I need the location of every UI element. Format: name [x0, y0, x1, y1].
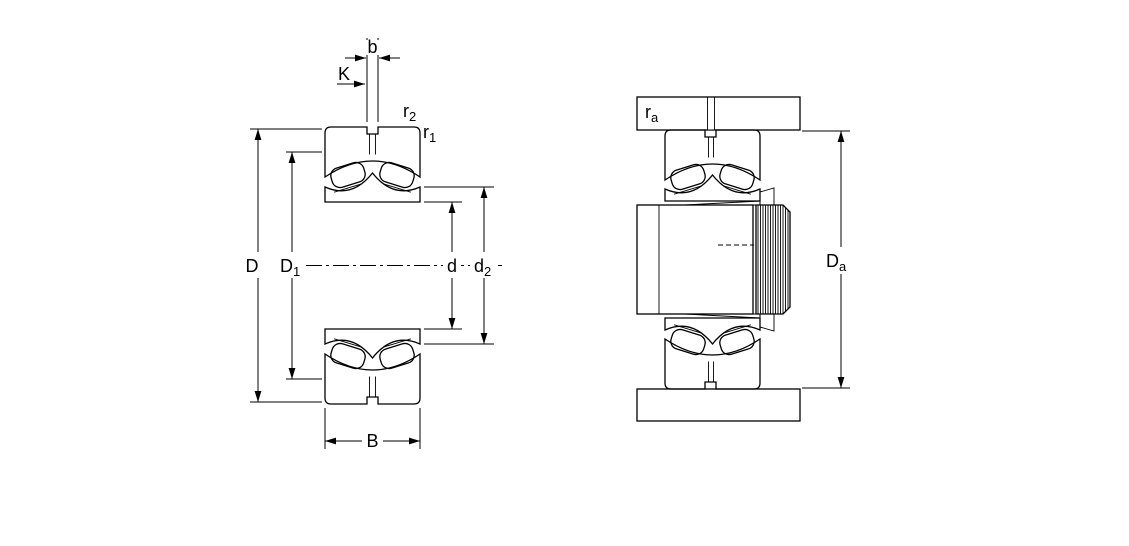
- inner-ring-section: [324, 171, 421, 203]
- dim-label-r2: r2: [403, 101, 416, 124]
- outer-ring-section: [664, 129, 761, 182]
- dim-label-D1: D1: [280, 256, 300, 279]
- shaft-section: [636, 204, 754, 315]
- dim-label-D: D: [246, 256, 259, 276]
- bearing-lower-half: [324, 328, 421, 405]
- roller-left: [670, 163, 706, 191]
- outer-ring-section: [324, 126, 421, 179]
- lock-washer-tab-top: [759, 187, 775, 206]
- cage-line: [723, 185, 751, 195]
- lock-washer-tab-bottom: [759, 313, 775, 332]
- dim-label-ra: ra: [645, 102, 659, 125]
- dim-label-b: b: [367, 37, 377, 57]
- cage-line: [674, 185, 702, 195]
- dim-label-B: B: [366, 431, 378, 451]
- dim-label-K: K: [338, 64, 350, 84]
- dim-label-d: d: [447, 256, 457, 276]
- cage-line: [334, 183, 362, 193]
- thread-lines: [757, 205, 789, 314]
- cage-line: [383, 183, 411, 193]
- dim-label-d2: d2: [474, 256, 491, 279]
- dim-label-r1: r1: [423, 122, 436, 145]
- dim-label-Da: Da: [826, 251, 847, 274]
- housing-bottom-section: [636, 388, 801, 422]
- inner-ring-section: [664, 173, 761, 202]
- mounted-bearing-view: ra Da: [636, 96, 857, 422]
- roller-right: [379, 161, 415, 189]
- roller-left: [330, 161, 366, 189]
- sectioned-bearing-view: b K r2 r1 D D1 d d2: [242, 37, 502, 453]
- bearing-lower-half: [664, 317, 761, 390]
- lock-nut-section: [755, 204, 791, 315]
- roller-right: [719, 163, 755, 191]
